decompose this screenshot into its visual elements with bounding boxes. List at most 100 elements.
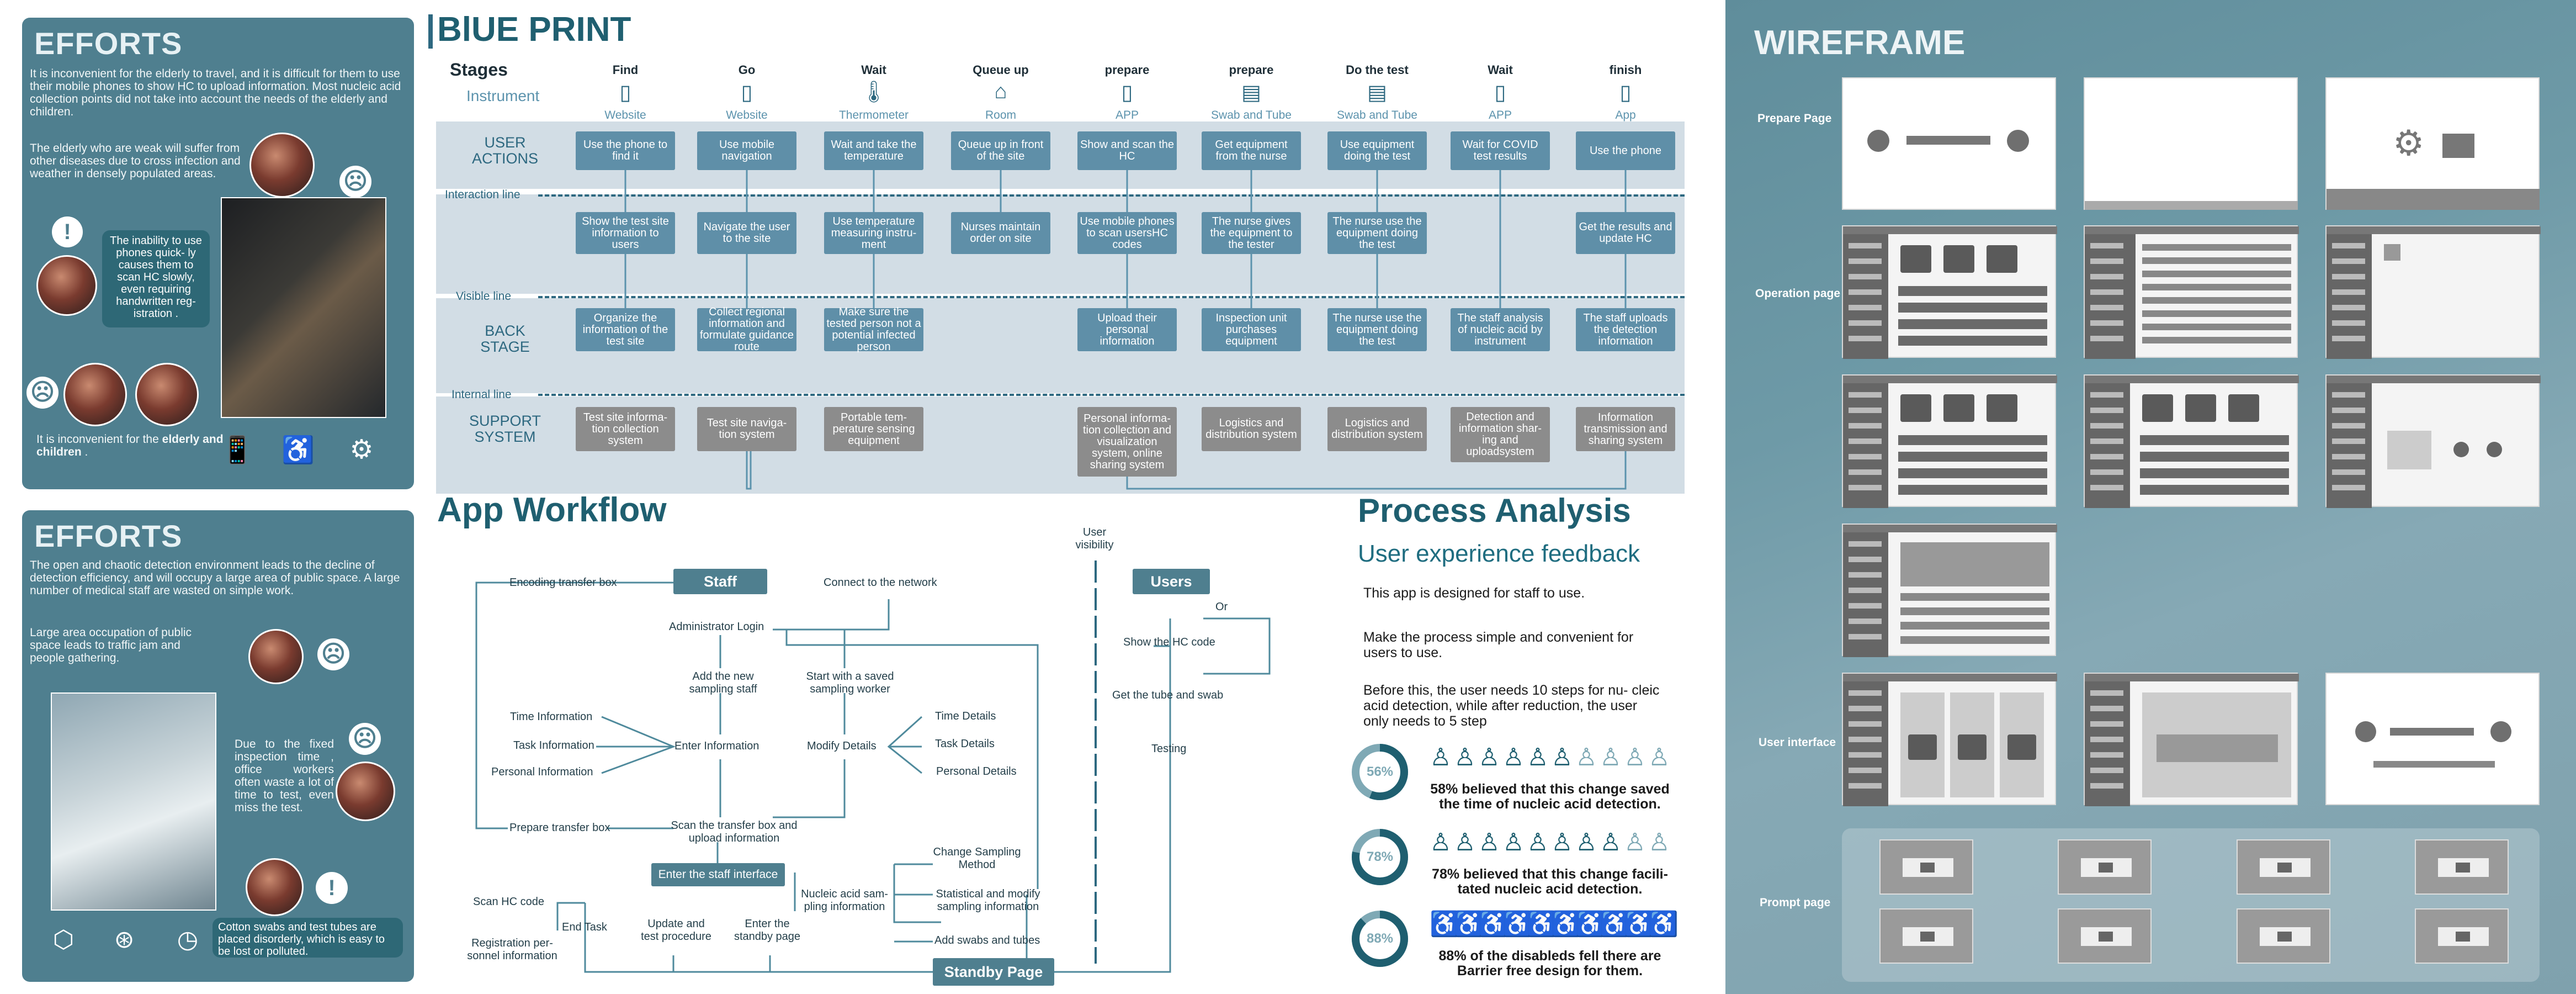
progress-ring	[1352, 829, 1408, 885]
exclamation-icon: !	[316, 872, 348, 904]
sidebar	[2327, 376, 2541, 383]
stage-instrument: Website	[726, 109, 768, 121]
person-icon: ♙	[1454, 744, 1476, 771]
menu-bar	[2332, 438, 2365, 444]
wheelchair-icon: ♿	[1648, 911, 1679, 938]
network-icon: ⊛	[114, 926, 135, 953]
menu-bar	[2332, 336, 2365, 341]
menu-bar	[1849, 588, 1882, 593]
menu-bar	[1849, 603, 1882, 609]
tile	[1900, 245, 1931, 273]
person-icon: ♙	[1575, 829, 1597, 856]
ring-percent: 88%	[1366, 931, 1394, 946]
menu-bar	[2090, 721, 2123, 727]
wheelchair-icon: ♿	[1575, 911, 1606, 938]
backstage-box: The staff uploads the detection informat…	[1576, 308, 1675, 351]
start-saved-worker: Start with a saved sampling worker	[806, 670, 894, 695]
stat-text: 78% believed that this change facili- ta…	[1432, 866, 1668, 897]
bottom-strip	[2085, 201, 2298, 210]
menu-bar	[1849, 438, 1882, 444]
swab-tube-icon: ▤	[1367, 81, 1387, 104]
efforts-panel-2: EFFORTS The open and chaotic detection e…	[22, 510, 414, 982]
menu-bar	[1849, 768, 1882, 773]
elderly-photo-circle-2	[36, 255, 97, 316]
person-icon: ♙	[1600, 829, 1622, 856]
person-icon: ♙	[1502, 744, 1525, 771]
tile	[1943, 245, 1974, 273]
efforts-para-3: Due to the fixed inspection time , offic…	[235, 738, 334, 814]
person-icon: ♙	[1430, 744, 1452, 771]
add-new-staff: Add the new sampling staff	[689, 670, 757, 695]
menu-bar	[2090, 737, 2123, 742]
bar-shape	[1906, 136, 1990, 145]
time-details: Time Details	[935, 710, 996, 722]
ring-percent: 56%	[1366, 764, 1394, 779]
tile	[1900, 394, 1931, 422]
row-bar	[1898, 452, 2047, 462]
support-box: Information transmission and sharing sys…	[1576, 407, 1675, 451]
prompt-thumb	[2415, 908, 2509, 964]
wheelchair-icon: ♿	[1600, 911, 1630, 938]
user-actions-box: Use mobile navigation	[697, 131, 796, 170]
testing: Testing	[1151, 743, 1187, 755]
gear-icon: ⚙	[2393, 123, 2425, 163]
menu-bar	[2090, 469, 2123, 475]
row-bar	[1898, 485, 2047, 495]
connect-network: Connect to the network	[824, 577, 937, 589]
menu-bar	[2332, 454, 2365, 459]
person-icon: ♙	[1624, 829, 1646, 856]
user-actions-label: USER ACTIONS	[471, 134, 538, 167]
row-bar	[1900, 607, 2049, 615]
elderly-photo-circle-4	[135, 363, 199, 426]
prompt-dialog-icon	[2277, 863, 2292, 873]
sad-face-icon: ☹	[26, 377, 59, 409]
info-bubble: The inability to use phones quick- ly ca…	[102, 230, 210, 327]
stage-name: prepare	[1229, 63, 1274, 77]
sidebar	[1843, 226, 2057, 234]
menu-bar	[1849, 305, 1882, 310]
menu-bar	[1849, 783, 1882, 789]
menu-bar	[2090, 706, 2123, 711]
sidebar	[2085, 226, 2299, 234]
row-bar	[2142, 310, 2291, 317]
menu-bar	[1849, 454, 1882, 459]
visible-line-label: Visible line	[456, 290, 512, 303]
row-bar	[2142, 284, 2291, 290]
sidebar	[1843, 376, 2057, 383]
tile	[1943, 394, 1974, 422]
dot-icon	[2355, 721, 2376, 742]
blueprint-title-bar	[428, 14, 433, 49]
backstage-box: The nurse use the equipment doing the te…	[1327, 308, 1427, 351]
menu-bar	[2090, 243, 2123, 248]
row-bar	[2142, 257, 2291, 264]
backstage-box: Make sure the tested person not a potent…	[824, 306, 923, 353]
row-bar	[1900, 622, 2049, 630]
row-bar	[2142, 324, 2291, 330]
menu-bar	[1849, 541, 1882, 547]
wheelchair-icon: ♿	[1454, 911, 1484, 938]
label-operation-page: Operation page	[1755, 287, 1841, 300]
person-icon: ♙	[1575, 744, 1597, 771]
elderly-photo-circle	[249, 133, 315, 198]
stage-instrument: Room	[985, 109, 1017, 121]
menu-bar	[2090, 768, 2123, 773]
row-bar	[2142, 337, 2291, 343]
tile	[1958, 734, 1987, 760]
support-box: Logistics and distribution system	[1327, 407, 1427, 451]
backstage-box: Inspection unit purchases equipment	[1202, 308, 1301, 351]
tile	[2142, 394, 2173, 422]
wheelchair-icon: ♿	[1551, 911, 1581, 938]
sidebar	[1843, 525, 2057, 532]
add-swabs-tubes: Add swabs and tubes	[934, 934, 1040, 947]
room-icon: ⌂	[994, 80, 1007, 103]
menu-bar	[2090, 485, 2123, 490]
blueprint-title: BlUE PRINT	[437, 10, 631, 49]
instrument-label: Instrument	[466, 87, 540, 104]
menu-bar	[2332, 408, 2365, 413]
menu-bar	[1849, 634, 1882, 639]
row-bar	[2384, 244, 2400, 261]
sad-face-icon: ☹	[317, 638, 349, 670]
row-bar	[1898, 435, 2047, 445]
prompt-thumb	[2237, 839, 2330, 895]
efforts-para-2: Large area occupation of public space le…	[30, 626, 192, 664]
